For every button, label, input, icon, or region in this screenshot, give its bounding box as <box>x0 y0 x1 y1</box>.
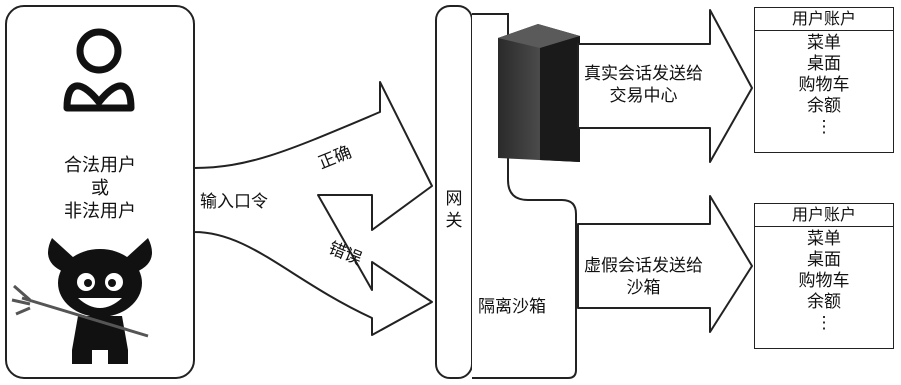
gateway-label: 网关 <box>445 189 463 231</box>
account-item-more: ⋮ <box>815 313 833 333</box>
user-account-box-sandbox: 用户账户 菜单 桌面 购物车 余额 ⋮ <box>754 203 894 349</box>
server-icon <box>498 24 580 162</box>
real-session-label: 真实会话发送给 交易中心 <box>584 63 703 107</box>
account-item-desktop: 桌面 <box>807 250 841 270</box>
account-item-cart: 购物车 <box>798 271 850 291</box>
real-session-line-1: 真实会话发送给 <box>584 64 703 84</box>
account-item-menu: 菜单 <box>807 33 841 53</box>
account-item-desktop: 桌面 <box>807 54 841 74</box>
account-item-more: ⋮ <box>815 117 833 137</box>
login-flow-arrow <box>193 81 433 336</box>
fake-session-line-2: 沙箱 <box>626 278 661 298</box>
account-title: 用户账户 <box>755 204 893 227</box>
user-account-box-trading: 用户账户 菜单 桌面 购物车 余额 ⋮ <box>754 7 894 153</box>
user-icon <box>63 28 135 112</box>
account-item-balance: 余额 <box>807 292 841 312</box>
users-label-line-2: 或 <box>91 178 109 199</box>
real-session-arrow <box>577 9 753 163</box>
fake-session-label: 虚假会话发送给 沙箱 <box>584 255 703 299</box>
account-item-balance: 余额 <box>807 96 841 116</box>
fake-session-arrow <box>577 195 753 333</box>
account-title: 用户账户 <box>755 8 893 31</box>
fake-session-line-1: 虚假会话发送给 <box>584 256 703 276</box>
account-item-cart: 购物车 <box>798 75 850 95</box>
users-label-line-3: 非法用户 <box>64 201 136 222</box>
sandbox-label: 隔离沙箱 <box>478 297 546 317</box>
users-label-line-1: 合法用户 <box>64 155 136 176</box>
input-password-label: 输入口令 <box>200 192 268 212</box>
account-item-menu: 菜单 <box>807 229 841 249</box>
real-session-line-2: 交易中心 <box>609 86 678 106</box>
devil-icon <box>11 238 152 364</box>
users-label: 合法用户 或 非法用户 <box>36 154 164 223</box>
